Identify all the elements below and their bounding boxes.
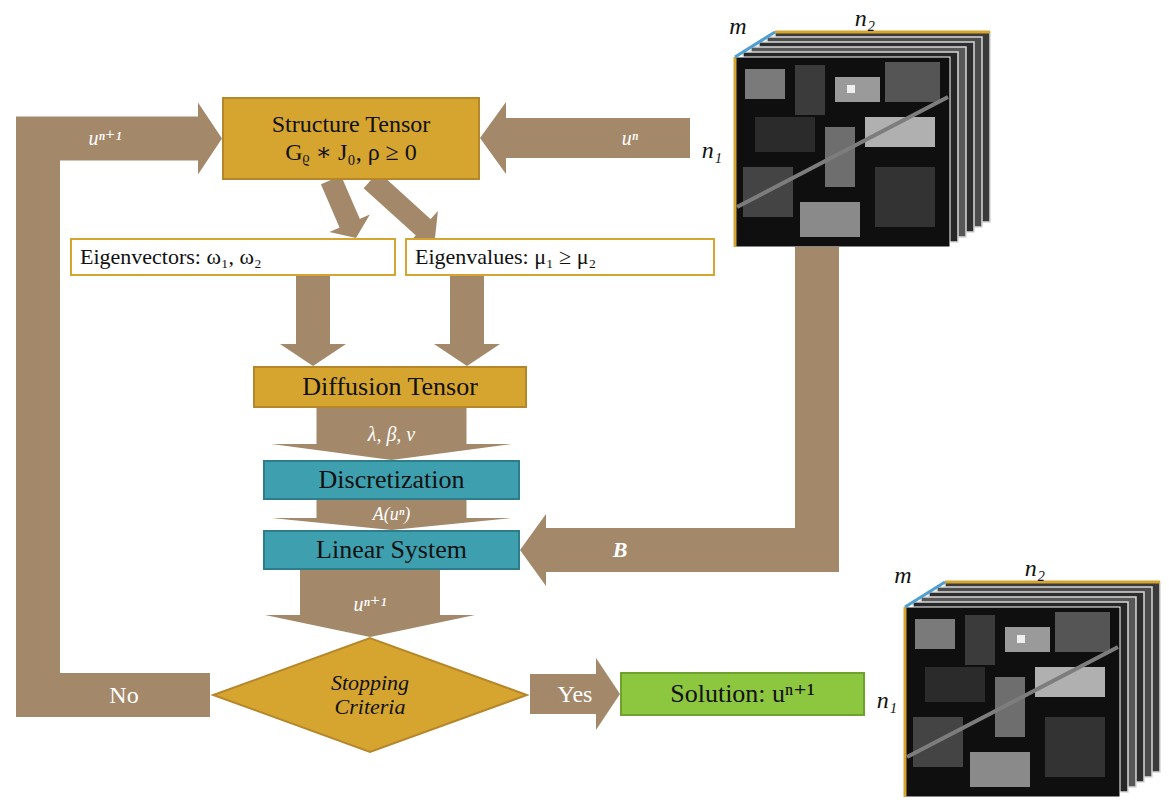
dimension-label: n₁ <box>875 687 899 713</box>
arrow-shaft <box>317 408 467 445</box>
node-title: Structure Tensor <box>272 111 431 139</box>
arrow-head <box>272 444 512 460</box>
flow-arrow <box>272 500 512 530</box>
input-arrow <box>480 102 690 174</box>
flow-label: uⁿ⁺¹ <box>87 127 124 149</box>
arrow-shaft <box>300 570 440 616</box>
arrow-shaft <box>296 276 330 345</box>
edge-label: No <box>107 682 140 708</box>
process-box: Diffusion Tensor <box>253 366 527 408</box>
node-title: Linear System <box>316 535 467 565</box>
edge-label: A(uⁿ) <box>371 505 413 525</box>
arrow-shaft <box>371 180 424 228</box>
text-holder: Discretization <box>319 465 465 495</box>
text-holder: Solution: uⁿ⁺¹ <box>670 679 815 709</box>
data-arrow <box>520 247 839 586</box>
arrow-head <box>596 658 620 730</box>
dimension-label: n₂ <box>1023 555 1047 581</box>
edge-label: λ, β, ν <box>366 423 418 445</box>
flow-arrow <box>280 276 346 366</box>
result-box: Eigenvectors: ω₁, ω₂ <box>70 238 396 276</box>
flow-arrow <box>38 103 222 696</box>
node-title: Diffusion Tensor <box>302 372 478 402</box>
text-holder: Eigenvalues: μ₁ ≥ μ₂ <box>415 244 596 269</box>
flow-label: uⁿ <box>620 127 640 149</box>
dimension-label: m <box>892 562 913 588</box>
text-holder: Stopping Criteria <box>310 671 430 719</box>
text-holder: Structure TensorGᵨ ∗ J₀, ρ ≥ 0 <box>272 111 431 166</box>
arrow-head <box>280 344 346 366</box>
node-title: Eigenvalues: μ₁ ≥ μ₂ <box>415 244 596 269</box>
dimension-label: n₁ <box>700 137 724 163</box>
node-title: Solution: uⁿ⁺¹ <box>670 679 815 709</box>
text-holder: Linear System <box>316 535 467 565</box>
input-cube <box>735 32 990 247</box>
output-box: Solution: uⁿ⁺¹ <box>620 672 865 716</box>
dimension-label: n₂ <box>853 5 877 31</box>
flow-arrow <box>329 180 369 238</box>
node-title: Eigenvectors: ω₁, ω₂ <box>80 244 262 269</box>
result-box: Eigenvalues: μ₁ ≥ μ₂ <box>405 238 715 276</box>
text-holder: Diffusion Tensor <box>302 372 478 402</box>
arrow-head <box>198 103 222 175</box>
arrow-shaft <box>530 674 597 714</box>
flow-label: B <box>611 538 630 562</box>
decision-diamond: Stopping Criteria <box>210 637 530 753</box>
node-title: Discretization <box>319 465 465 495</box>
dimension-label: m <box>727 13 748 39</box>
process-box: Discretization <box>263 460 520 500</box>
flow-arrow <box>272 408 512 460</box>
arrow-head <box>329 215 369 238</box>
flow-arrow <box>371 180 438 244</box>
arrow-shaft <box>450 276 484 345</box>
arrow-shaft <box>331 180 350 224</box>
output-cube <box>905 582 1160 797</box>
process-box: Linear System <box>263 530 520 570</box>
diamond-shape <box>213 638 527 752</box>
edge-label: Yes <box>556 681 595 707</box>
process-box: Structure TensorGᵨ ∗ J₀, ρ ≥ 0 <box>222 97 480 180</box>
arrow-head <box>265 615 475 637</box>
node-formula: Gᵨ ∗ J₀, ρ ≥ 0 <box>285 139 417 167</box>
text-holder: Eigenvectors: ω₁, ω₂ <box>80 244 262 269</box>
flow-arrow <box>265 570 475 637</box>
node-title: Stopping Criteria <box>310 671 430 719</box>
arrow-shaft <box>38 139 210 696</box>
flow-arrow <box>530 658 620 730</box>
edge-label: uⁿ⁺¹ <box>352 593 389 615</box>
arrow-head <box>434 344 500 366</box>
flow-arrow <box>434 276 500 366</box>
